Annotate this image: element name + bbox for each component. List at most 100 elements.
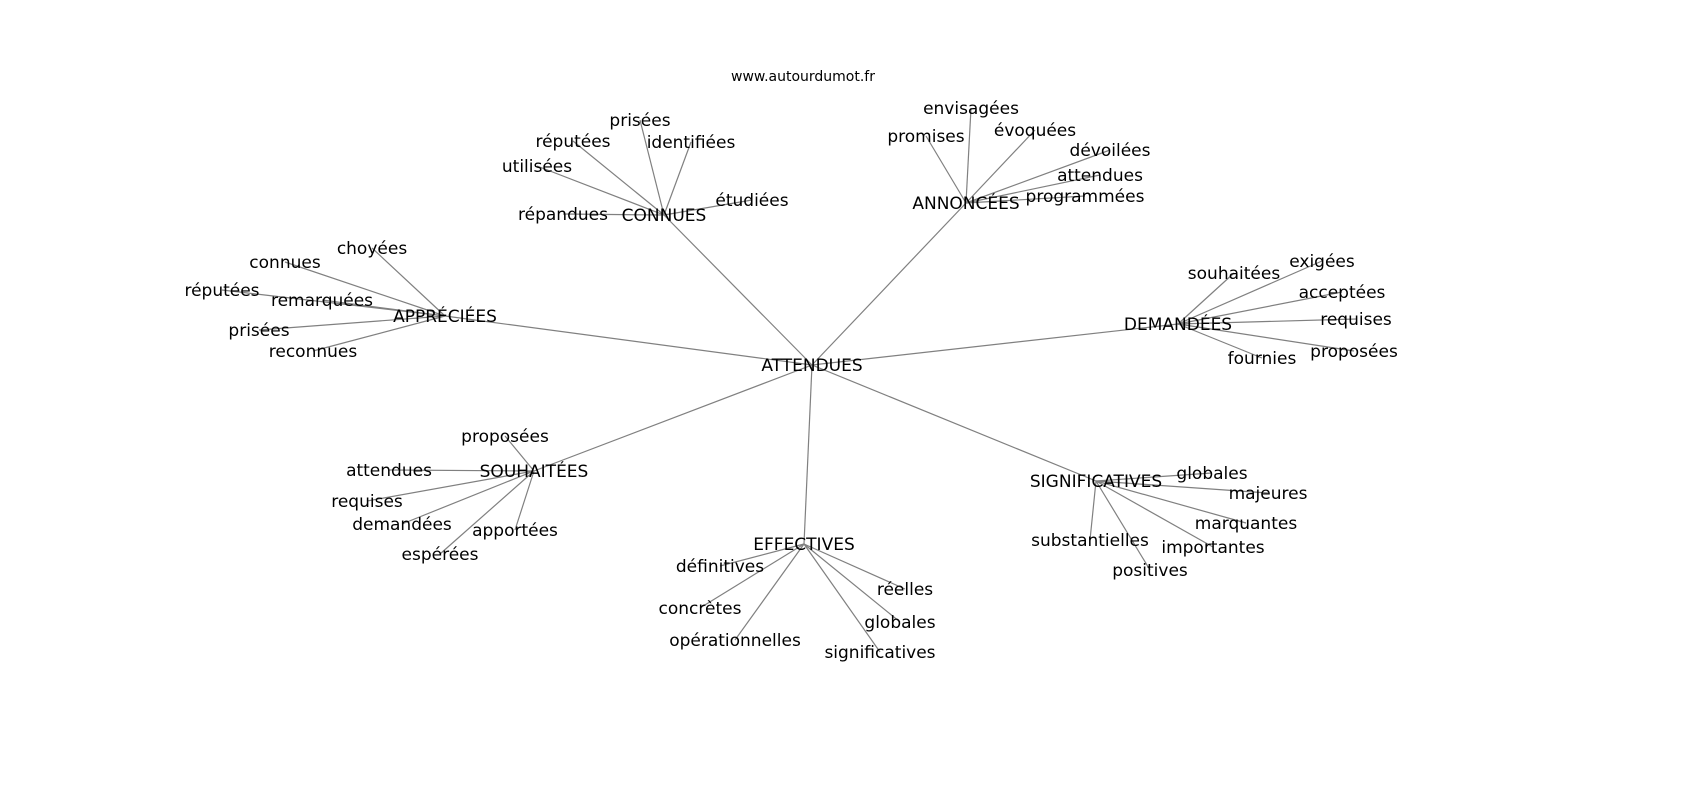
leaf-node-label: étudiées	[715, 191, 788, 211]
leaf-node-label: remarquées	[271, 291, 373, 311]
edge-hub-leaf	[284, 261, 446, 317]
leaf-node-label: opérationnelles	[669, 631, 801, 651]
edge-center-hub	[811, 364, 1097, 482]
edge-hub-leaf	[803, 543, 901, 623]
leaf-node-label: évoquées	[994, 121, 1076, 141]
leaf-node-label: prisées	[609, 111, 670, 131]
edge-hub-leaf	[1095, 472, 1213, 482]
edge-hub-leaf	[321, 299, 446, 317]
leaf-node-label: réputées	[535, 132, 610, 152]
edge-hub-leaf	[699, 543, 805, 609]
leaf-node-label: réelles	[877, 580, 933, 600]
leaf-node-label: globales	[864, 613, 935, 633]
edge-hub-leaf	[371, 247, 446, 317]
edge-hub-leaf	[388, 469, 535, 472]
edge-hub-leaf	[734, 543, 805, 641]
edge-hub-leaf	[803, 543, 906, 590]
leaf-node-label: connues	[249, 253, 321, 273]
leaf-node-label: programmées	[1026, 187, 1145, 207]
leaf-node-label: requises	[1320, 310, 1392, 330]
leaf-node-label: globales	[1176, 464, 1247, 484]
edge-hub-leaf	[1095, 480, 1151, 571]
edge-center-hub	[811, 202, 967, 366]
edge-hub-leaf	[572, 140, 665, 216]
leaf-node-label: fournies	[1228, 349, 1297, 369]
edge-hub-leaf	[1177, 323, 1263, 359]
edge-hub-leaf	[965, 174, 1101, 204]
hub-node-label: CONNUES	[622, 206, 707, 226]
edges	[221, 107, 1357, 653]
edge-hub-leaf	[401, 470, 535, 525]
leaf-node-label: proposées	[1310, 342, 1398, 362]
edge-hub-leaf	[312, 315, 446, 352]
edge-hub-leaf	[1089, 480, 1097, 541]
leaf-node-label: importantes	[1161, 538, 1264, 558]
edge-hub-leaf	[965, 129, 1036, 204]
edge-hub-leaf	[1095, 480, 1269, 494]
hub-node-label: EFFECTIVES	[753, 535, 854, 555]
leaf-node-label: choyées	[337, 239, 408, 259]
edge-center-hub	[444, 315, 813, 366]
leaf-node-label: marquantes	[1195, 514, 1298, 534]
edge-hub-leaf	[965, 149, 1111, 204]
leaf-node-label: dévoilées	[1070, 141, 1151, 161]
edge-hub-leaf	[803, 543, 881, 653]
edge-hub-leaf	[562, 213, 665, 216]
hub-node-label: ANNONCÉES	[912, 192, 1019, 214]
edge-hub-leaf	[663, 199, 753, 216]
leaf-node-label: majeures	[1229, 484, 1308, 504]
edge-hub-leaf	[1177, 318, 1357, 325]
edge-hub-leaf	[925, 135, 967, 204]
edge-hub-leaf	[1177, 260, 1323, 325]
leaf-node-label: apportées	[472, 521, 558, 541]
edge-hub-leaf	[258, 315, 446, 331]
leaf-node-label: espérées	[402, 545, 479, 565]
hub-node-label: DEMANDÉES	[1124, 313, 1232, 335]
edge-hub-leaf	[514, 470, 535, 531]
edge-center-hub	[811, 323, 1179, 366]
leaf-node-label: acceptées	[1299, 283, 1386, 303]
edge-hub-leaf	[719, 543, 805, 567]
edge-hub-leaf	[1177, 323, 1355, 352]
leaf-node-label: définitives	[676, 557, 764, 577]
leaf-node-label: promises	[887, 127, 964, 147]
leaf-node-label: demandées	[352, 515, 452, 535]
leaf-node-label: identifiées	[647, 133, 736, 153]
edge-hub-leaf	[1095, 480, 1247, 524]
center-node-label: ATTENDUES	[761, 356, 862, 376]
leaf-node-label: souhaitées	[1188, 264, 1281, 284]
edge-center-hub	[663, 214, 813, 366]
leaf-node-label: utilisées	[502, 157, 572, 177]
leaf-node-label: concrètes	[659, 599, 742, 619]
edge-hub-leaf	[965, 107, 972, 204]
leaf-node-label: envisagées	[923, 99, 1019, 119]
edge-hub-leaf	[663, 141, 692, 216]
edge-hub-leaf	[439, 470, 535, 555]
edge-hub-leaf	[536, 165, 665, 216]
leaf-node-label: exigées	[1289, 252, 1355, 272]
leaf-node-label: répandues	[518, 205, 608, 225]
edge-center-hub	[803, 364, 813, 545]
leaf-node-label: attendues	[346, 461, 432, 481]
leaf-node-label: significatives	[824, 643, 935, 663]
leaf-node-label: reconnues	[269, 342, 358, 362]
leaf-node-label: prisées	[228, 321, 289, 341]
hub-node-label: SIGNIFICATIVES	[1030, 472, 1162, 492]
leaf-node-label: réputées	[184, 281, 259, 301]
leaf-node-label: proposées	[461, 427, 549, 447]
hub-node-label: APPRÉCIÉES	[393, 305, 497, 327]
edge-hub-leaf	[366, 470, 535, 502]
edge-hub-leaf	[965, 195, 1086, 204]
edge-hub-leaf	[1177, 291, 1343, 325]
leaf-node-label: positives	[1112, 561, 1188, 581]
site-title: www.autourdumot.fr	[731, 69, 875, 85]
leaf-node-label: substantielles	[1031, 531, 1149, 551]
leaf-node-label: requises	[331, 492, 403, 512]
edge-hub-leaf	[639, 119, 665, 216]
edge-hub-leaf	[504, 435, 535, 472]
edge-hub-leaf	[1177, 272, 1235, 325]
hub-node-label: SOUHAITÉES	[480, 460, 589, 482]
leaf-node-label: attendues	[1057, 166, 1143, 186]
